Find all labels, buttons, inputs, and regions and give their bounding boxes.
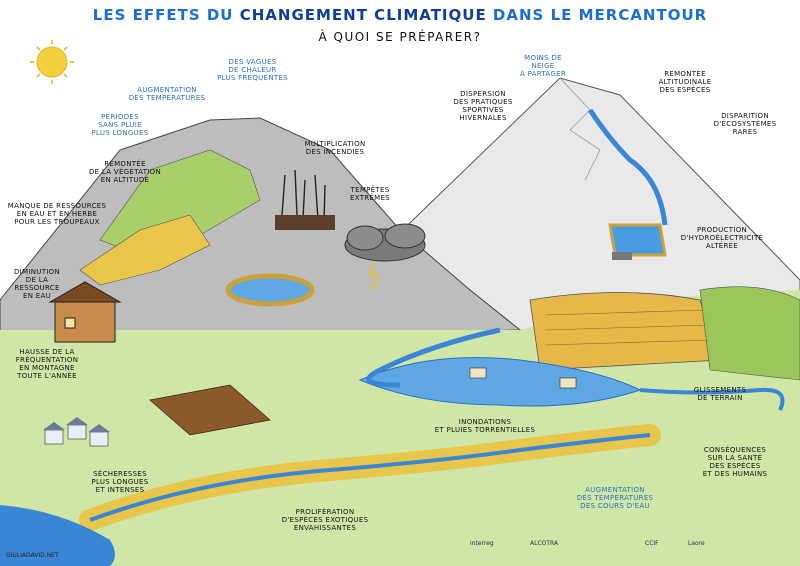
page-title: LES EFFETS DU CHANGEMENT CLIMATIQUE DANS…: [0, 6, 800, 24]
hydro-reservoir: [608, 223, 667, 257]
glacier-stream: [587, 108, 668, 226]
lower-river: [89, 433, 651, 522]
burned-forest: [281, 169, 326, 223]
label-tempetes-extremes: TEMPÊTES EXTRÊMES: [350, 186, 390, 202]
dry-pasture: [79, 214, 211, 286]
label-disparition-ecosystemes: DISPARITION D'ÉCOSYSTÈMES RARES: [713, 112, 777, 136]
upper-river: [366, 327, 501, 388]
title-part-1: LES EFFETS DU: [92, 6, 240, 24]
landslide-strata: [544, 309, 716, 346]
logo-interreg: interreg: [470, 540, 494, 547]
label-periodes-sans-pluie: PÉRIODES SANS PLUIE PLUS LONGUES: [91, 113, 149, 137]
label-augmentation-temperatures: AUGMENTATION DES TEMPÉRATURES: [128, 86, 206, 102]
title-part-2: CHANGEMENT CLIMATIQUE: [239, 6, 487, 24]
label-remontee-vegetation: REMONTÉE DE LA VÉGÉTATION EN ALTITUDE: [88, 160, 162, 184]
label-production-hydro: PRODUCTION D'HYDROÉLECTRICITÉ ALTÉRÉE: [680, 226, 764, 250]
mountain-chalet: [48, 281, 122, 343]
author-credit: GIULIADAVID.NET: [6, 552, 59, 559]
logo-ccif: CCIF: [645, 540, 659, 547]
label-moins-neige: MOINS DE NEIGE À PARTAGER: [519, 54, 567, 78]
page-subtitle: À QUOI SE PRÉPARER?: [318, 30, 482, 44]
label-vagues-chaleur: DES VAGUES DE CHALEUR PLUS FRÉQUENTES: [217, 58, 288, 82]
label-remontee-altitudinale: REMONTÉE ALTITUDINALE DES ESPÈCES: [658, 70, 712, 94]
logo-laore: Laore: [688, 540, 705, 547]
landslide-hill: [529, 292, 721, 371]
label-augmentation-temp-eau: AUGMENTATION DES TEMPÉRATURES DES COURS …: [576, 486, 654, 510]
drying-pond: [225, 273, 315, 307]
logo-alcotra: ALCOTRA: [530, 540, 559, 547]
label-dispersion-pratiques: DISPERSION DES PRATIQUES SPORTIVES HIVER…: [453, 90, 513, 122]
label-consequences-sante: CONSÉQUENCES SUR LA SANTÉ DES ESPÈCES ET…: [702, 446, 768, 478]
farm-field: [149, 384, 271, 436]
storm-cloud: [344, 223, 426, 291]
label-manque-ressources: MANQUE DE RESSOURCES EN EAU ET EN HERBE …: [7, 202, 107, 226]
label-secheresses: SÉCHERESSES PLUS LONGUES ET INTENSES: [91, 470, 149, 494]
sea: [0, 505, 115, 566]
flooded-houses: [469, 367, 577, 389]
title-part-3: DANS LE MERCANTOUR: [486, 6, 708, 24]
label-proliferation-especes: PROLIFÉRATION D'ESPÈCES EXOTIQUES ENVAHI…: [281, 508, 369, 532]
sun-icon: [30, 40, 74, 84]
label-diminution-eau: DIMINUTION DE LA RESSOURCE EN EAU: [13, 268, 60, 300]
label-multiplication-incendies: MULTIPLICATION DES INCENDIES: [304, 140, 366, 156]
label-hausse-frequentation: HAUSSE DE LA FRÉQUENTATION EN MONTAGNE T…: [15, 348, 79, 380]
label-glissements-terrain: GLISSEMENTS DE TERRAIN: [693, 386, 747, 402]
label-inondations: INONDATIONS ET PLUIES TORRENTIELLES: [434, 418, 536, 434]
